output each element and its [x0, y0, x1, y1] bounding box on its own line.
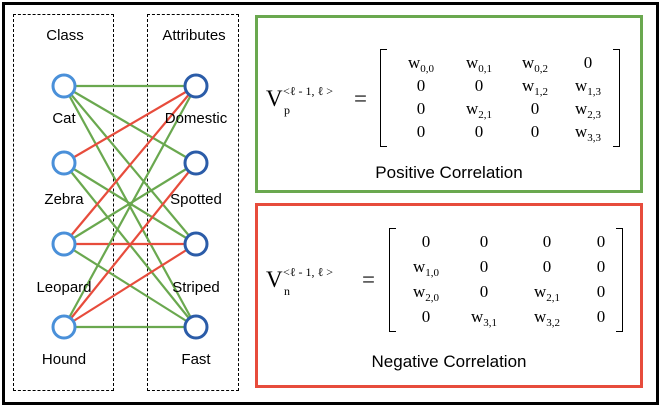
matrix-cell: 0 [596, 232, 606, 251]
matrix-cell: 0 [596, 257, 606, 276]
matrix-cell: w2,1 [465, 99, 493, 121]
vn-superscript: <ℓ - 1, ℓ > [283, 265, 334, 279]
attribute-label: Domestic [164, 110, 228, 127]
matrix-cell: 0 [583, 53, 593, 72]
matrix-cell: w1,3 [574, 76, 602, 98]
positive-caption: Positive Correlation [375, 163, 523, 182]
matrix-right-bracket [613, 49, 620, 147]
matrix-left-bracket [389, 228, 396, 332]
matrix-cell: w0,0 [407, 53, 435, 75]
vn-label: V [266, 267, 283, 292]
class-header: Class [46, 27, 84, 44]
edge-negative-3-1 [63, 162, 197, 328]
matrix-cell: w2,0 [412, 282, 440, 304]
class-label: Leopard [36, 279, 92, 296]
matrix-cell: 0 [596, 282, 606, 301]
vp-subscript: p [284, 103, 290, 117]
matrix-cell: w3,2 [533, 307, 561, 329]
matrix-cell: 0 [416, 76, 426, 95]
matrix-cell: w2,1 [533, 282, 561, 304]
vp-superscript: <ℓ - 1, ℓ > [283, 84, 334, 98]
edge-negative-2-0 [63, 85, 197, 245]
matrix-cell: 0 [479, 232, 489, 251]
negative-caption: Negative Correlation [371, 352, 527, 371]
matrix-cell: 0 [421, 307, 431, 326]
attribute-label: Striped [172, 279, 220, 296]
edge-negative-1-0 [63, 85, 197, 164]
attribute-label: Spotted [170, 191, 222, 208]
class-label: Hound [41, 351, 87, 368]
matrix-cell: w0,1 [465, 53, 493, 75]
matrix-right-bracket [616, 228, 623, 332]
vn-subscript: n [284, 284, 290, 298]
matrix-cell: w3,3 [574, 122, 602, 144]
class-node-3 [51, 314, 77, 340]
matrix-cell: 0 [479, 282, 489, 301]
matrix-cell: 0 [416, 99, 426, 118]
matrix-cell: w1,2 [521, 76, 549, 98]
matrix-cell: 0 [416, 122, 426, 141]
vp-label: V [266, 86, 283, 111]
attribute-node-1 [183, 150, 209, 176]
attribute-node-3 [183, 314, 209, 340]
matrix-cell: 0 [596, 307, 606, 326]
edge-positive-2-1 [63, 162, 197, 245]
vn-equals: = [362, 267, 375, 292]
matrix-left-bracket [380, 49, 387, 147]
matrix-cell: 0 [542, 257, 552, 276]
matrix-cell: w3,1 [470, 307, 498, 329]
class-node-0 [51, 73, 77, 99]
edge-negative-3-2 [63, 243, 197, 328]
class-node-2 [51, 231, 77, 257]
attributes-column-box [147, 14, 239, 391]
attribute-node-0 [183, 73, 209, 99]
class-label: Zebra [44, 191, 84, 208]
negative-matrix: 0 0 0 0 w1,0 0 0 0 w2,0 0 w2,1 0 0 w3,1 w3,2 0 [389, 228, 623, 332]
class-column-box [13, 14, 114, 391]
matrix-cell: w0,2 [521, 53, 549, 75]
attributes-header: Attributes [162, 27, 226, 44]
edge-positive-3-0 [63, 85, 197, 328]
matrix-cell: w2,3 [574, 99, 602, 121]
vn-symbol: V <ℓ - 1, ℓ > n [266, 265, 333, 298]
class-label: Cat [52, 110, 76, 127]
matrix-cell: 0 [474, 122, 484, 141]
matrix-cell: w1,0 [412, 257, 440, 279]
vp-symbol: V <ℓ - 1, ℓ > p [266, 84, 333, 117]
matrix-cell: 0 [530, 99, 540, 118]
matrix-cell: 0 [530, 122, 540, 141]
matrix-cell: 0 [474, 76, 484, 95]
matrix-cell: 0 [421, 232, 431, 251]
attribute-label: Fast [181, 351, 211, 368]
vp-equals: = [354, 86, 367, 111]
attribute-node-2 [183, 231, 209, 257]
matrix-cell: 0 [479, 257, 489, 276]
class-node-1 [51, 150, 77, 176]
matrix-cell: 0 [542, 232, 552, 251]
